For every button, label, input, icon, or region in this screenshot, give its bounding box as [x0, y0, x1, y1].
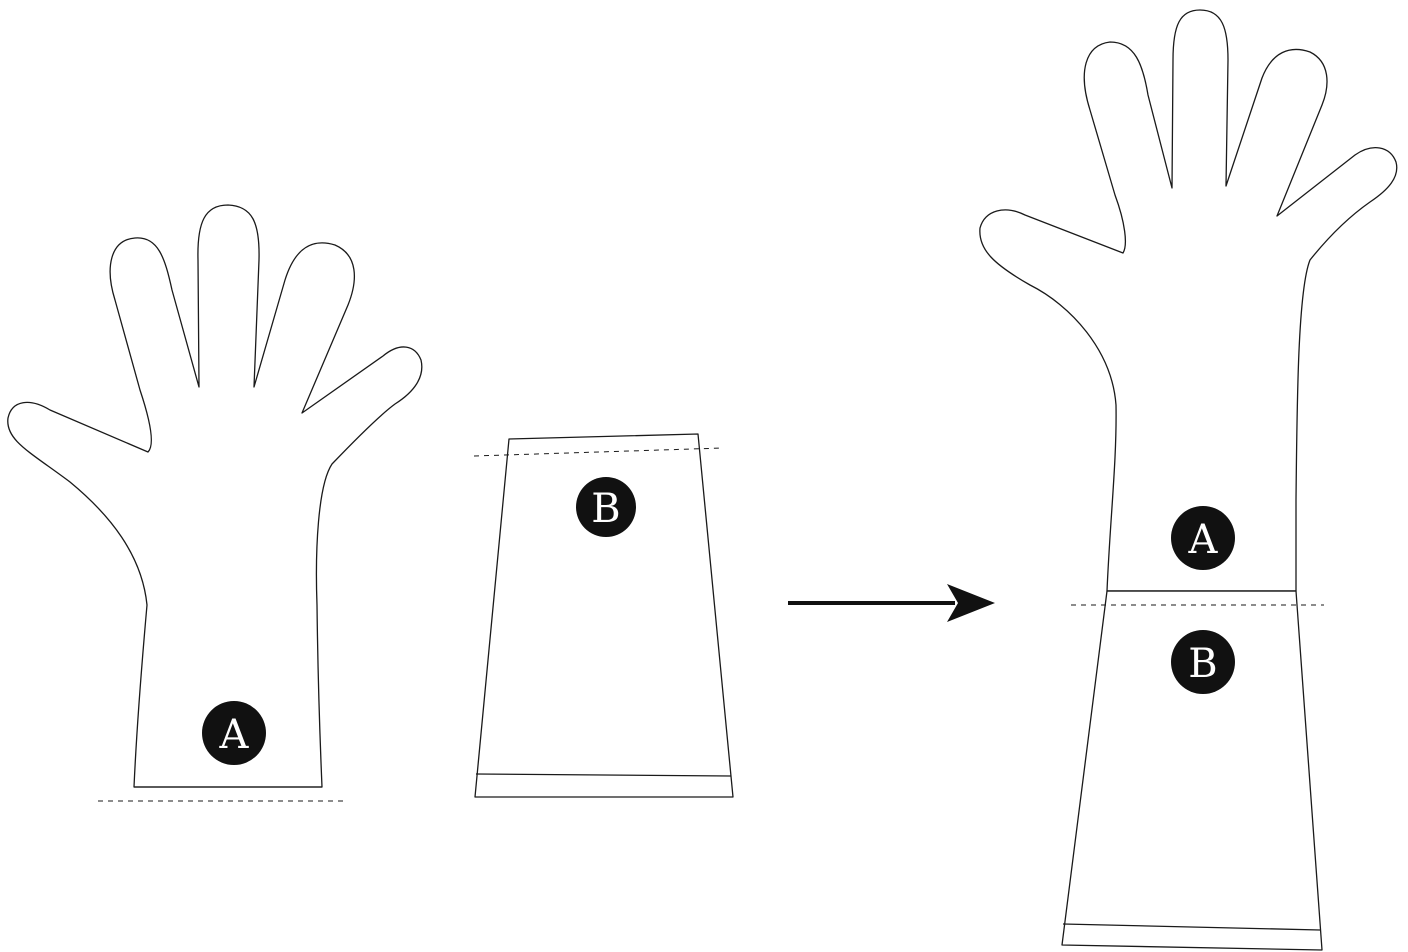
combined-badge-b: B: [1171, 630, 1235, 694]
part-b-badge-label: B: [591, 486, 620, 532]
part-a-badge-label: A: [219, 712, 250, 758]
combined-badge-a-label: A: [1188, 517, 1219, 563]
part-a-glove: A: [7, 204, 423, 802]
part-a-badge: A: [202, 701, 266, 765]
assembly-arrow: [788, 584, 995, 622]
combined-glove-outline: [979, 9, 1398, 592]
part-b-cut-line: [473, 447, 724, 457]
part-b-sleeve-outline: [474, 433, 734, 798]
part-a-badge-circle: [202, 701, 266, 765]
combined-hem-line: [1062, 923, 1321, 931]
combined-badge-a-circle: [1171, 506, 1235, 570]
combined-glove: A B: [979, 9, 1398, 951]
part-b-sleeve: B: [473, 433, 734, 798]
combined-badge-b-circle: [1171, 630, 1235, 694]
combined-badge-b-label: B: [1188, 641, 1217, 687]
part-b-badge: B: [576, 477, 636, 537]
part-a-glove-outline: [7, 204, 423, 788]
part-b-hem-line: [475, 773, 732, 777]
arrow-head: [947, 584, 995, 622]
part-b-badge-circle: [576, 477, 636, 537]
combined-badge-a: A: [1171, 506, 1235, 570]
